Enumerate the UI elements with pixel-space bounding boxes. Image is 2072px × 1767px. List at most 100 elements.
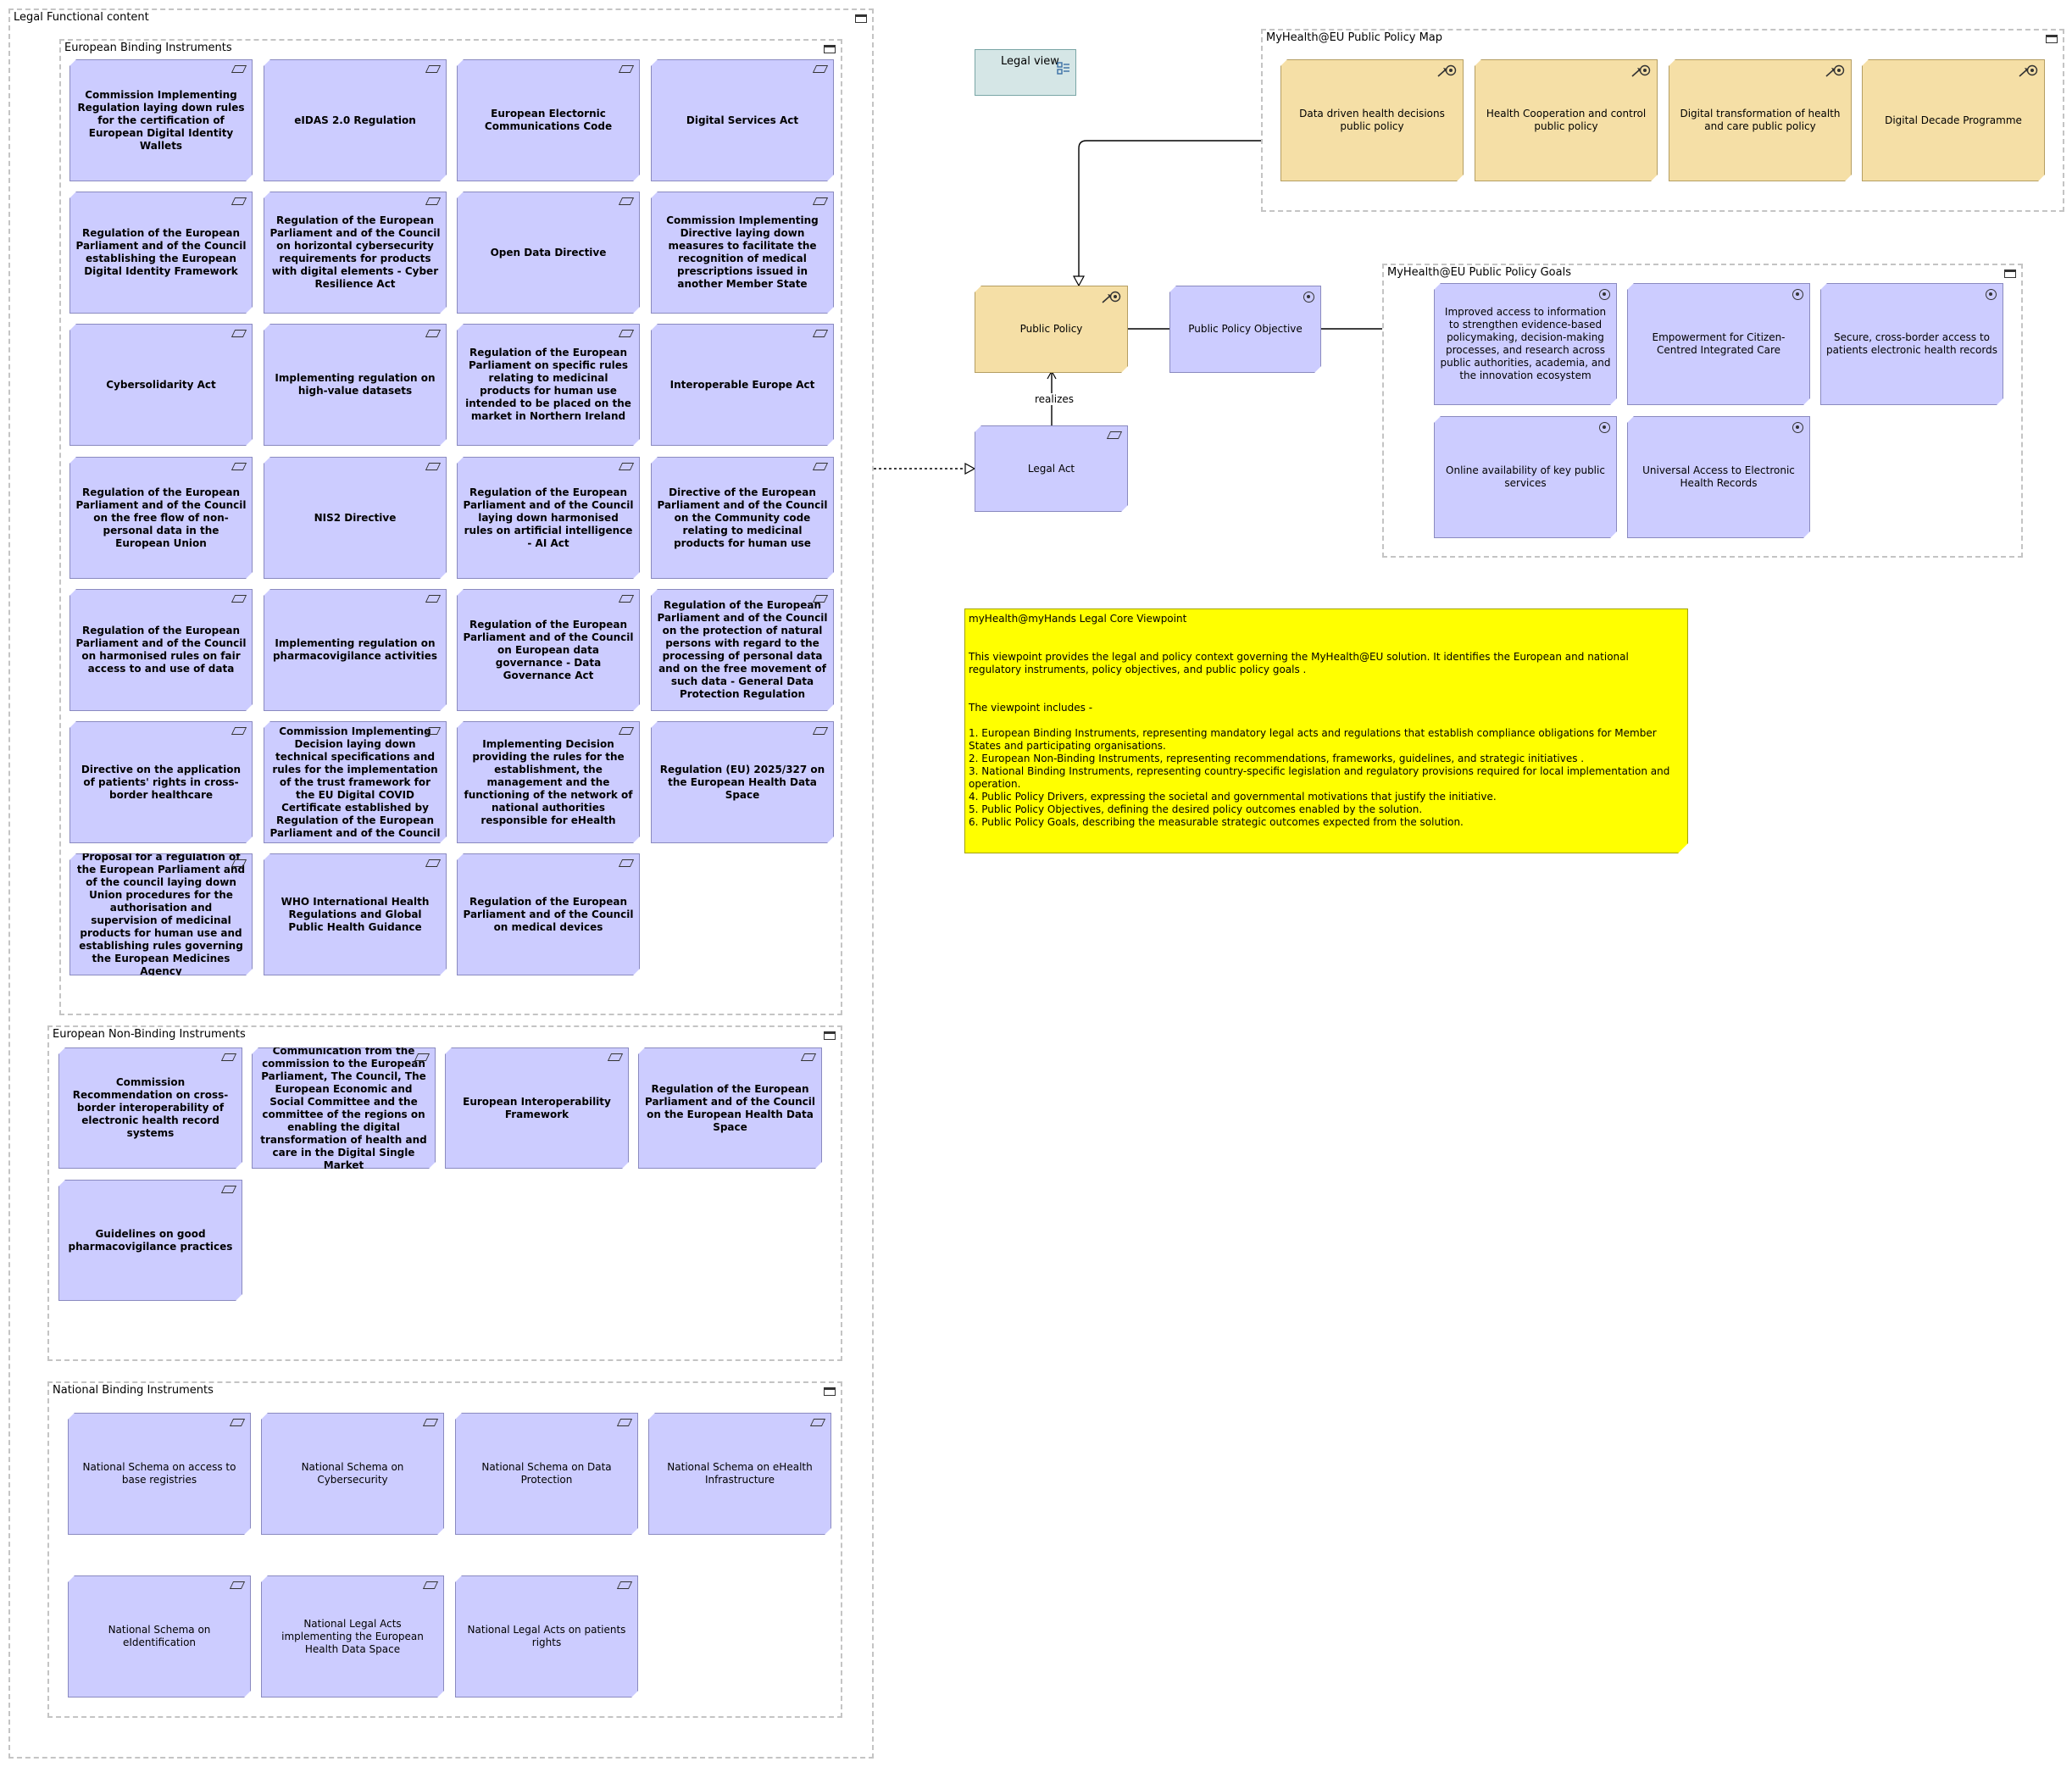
binding-instrument-card[interactable]: Implementing regulation on pharmacovigil… [264,589,447,711]
element-label: Improved access to information to streng… [1440,306,1611,381]
element-label: Directive of the European Parliament and… [657,486,828,549]
element-label: Secure, cross-border access to patients … [1826,331,1997,356]
binding-instrument-card[interactable]: Regulation of the European Parliament an… [457,589,640,711]
binding-instrument-card[interactable]: Implementing regulation on high-value da… [264,324,447,446]
element-label: European Electornic Communications Code [484,108,613,132]
binding-instrument-card[interactable]: eIDAS 2.0 Regulation [264,59,447,181]
legal-act-icon [425,463,441,470]
policy-goal-card[interactable]: Secure, cross-border access to patients … [1820,283,2003,405]
policy-goal-card[interactable]: Online availability of key public servic… [1434,416,1617,538]
binding-instrument-card[interactable]: Regulation of the European Parliament an… [457,853,640,975]
legal-act-icon [813,727,828,735]
binding-instrument-card[interactable]: Proposal for a regulation of the Europea… [69,853,253,975]
element-label: Legal Act [1027,462,1075,475]
element-label: Commission Implementing Directive laying… [666,214,819,290]
binding-instrument-card[interactable]: Digital Services Act [651,59,834,181]
legal-act-icon [231,727,247,735]
binding-instrument-card[interactable]: Directive of the European Parliament and… [651,457,834,579]
binding-instrument-card[interactable]: Interoperable Europe Act [651,324,834,446]
national-instrument-card[interactable]: National Legal Acts on patients rights [455,1575,638,1698]
non-binding-instrument-card[interactable]: Communication from the commission to the… [252,1047,436,1169]
non-binding-instrument-card[interactable]: Guidelines on good pharmacovigilance pra… [58,1180,242,1301]
binding-instrument-card[interactable]: Regulation of the European Parliament an… [457,457,640,579]
note-point: 3. National Binding Instruments, represe… [969,765,1670,790]
public-policy-objective-element[interactable]: Public Policy Objective [1169,286,1321,373]
non-binding-instrument-card[interactable]: European Interoperability Framework [445,1047,629,1169]
legal-act-icon [231,463,247,470]
non-binding-instrument-card[interactable]: Regulation of the European Parliament an… [638,1047,822,1169]
national-instrument-card[interactable]: National Schema on eHealth Infrastructur… [648,1413,831,1535]
legal-act-icon [423,1581,438,1589]
binding-instrument-card[interactable]: Regulation of the European Parliament an… [69,192,253,314]
element-label: Cybersolidarity Act [106,378,216,391]
policy-driver-card[interactable]: Digital transformation of health and car… [1669,59,1852,181]
folder-icon [824,1031,836,1040]
binding-instrument-card[interactable]: Cybersolidarity Act [69,324,253,446]
binding-instrument-card[interactable]: Regulation of the European Parliament an… [651,589,834,711]
legal-act-icon [813,197,828,205]
element-label: Data driven health decisions public poli… [1299,108,1445,132]
national-instrument-card[interactable]: National Schema on Data Protection [455,1413,638,1535]
element-label: Regulation of the European Parliament an… [75,227,247,277]
legal-act-icon [619,595,634,603]
european-binding-instruments-group: European Binding Instruments [59,39,842,1015]
element-label: NIS2 Directive [314,511,397,524]
note-point: 4. Public Policy Drivers, expressing the… [969,791,1497,803]
binding-instrument-card[interactable]: WHO International Health Regulations and… [264,853,447,975]
binding-instrument-card[interactable]: Regulation of the European Parliament on… [457,324,640,446]
binding-instrument-card[interactable]: Regulation of the European Parliament an… [264,192,447,314]
binding-instrument-card[interactable]: Commission Implementing Decision laying … [264,721,447,843]
legal-act-icon [801,1053,816,1061]
element-label: Regulation (EU) 2025/327 on the European… [659,763,825,801]
policy-goal-card[interactable]: Universal Access to Electronic Health Re… [1627,416,1810,538]
legal-act-icon [425,595,441,603]
element-label: Regulation of the European Parliament an… [644,1082,816,1133]
binding-instrument-card[interactable]: Open Data Directive [457,192,640,314]
binding-instrument-card[interactable]: Implementing Decision providing the rule… [457,721,640,843]
legal-act-icon [619,859,634,867]
legal-act-icon [1107,431,1122,439]
policy-map-to-public-policy-line [1079,140,1261,286]
element-label: Commission Implementing Decision laying … [269,725,441,839]
european-non-binding-instruments-group: European Non-Binding Instruments [47,1025,842,1361]
driver-icon [1101,291,1121,304]
legal-view-element[interactable]: Legal view [975,49,1076,96]
legal-act-element[interactable]: Legal Act [975,425,1128,512]
goal-icon [1599,289,1610,300]
binding-instrument-card[interactable]: NIS2 Directive [264,457,447,579]
national-instrument-card[interactable]: National Schema on Cybersecurity [261,1413,444,1535]
element-label: Online availability of key public servic… [1446,464,1605,489]
binding-instrument-card[interactable]: Regulation of the European Parliament an… [69,589,253,711]
binding-instrument-card[interactable]: Regulation of the European Parliament an… [69,457,253,579]
non-binding-instrument-card[interactable]: Commission Recommendation on cross-borde… [58,1047,242,1169]
legal-act-icon [619,463,634,470]
group-title: Legal Functional content [14,11,149,24]
element-label: National Legal Acts implementing the Eur… [281,1617,424,1655]
note-intro: This viewpoint provides the legal and po… [969,651,1629,675]
policy-goal-card[interactable]: Empowerment for Citizen-Centred Integrat… [1627,283,1810,405]
viewpoint-note[interactable]: myHealth@myHands Legal Core Viewpoint Th… [964,608,1688,853]
national-instrument-card[interactable]: National Schema on eIdentification [68,1575,251,1698]
binding-instrument-card[interactable]: Commission Implementing Directive laying… [651,192,834,314]
legal-act-icon [221,1186,236,1193]
binding-instrument-card[interactable]: European Electornic Communications Code [457,59,640,181]
legal-act-icon [617,1419,632,1426]
policy-driver-card[interactable]: Health Cooperation and control public po… [1475,59,1658,181]
national-instrument-card[interactable]: National Legal Acts implementing the Eur… [261,1575,444,1698]
binding-instrument-card[interactable]: Commission Implementing Regulation layin… [69,59,253,181]
legal-act-icon [423,1419,438,1426]
element-label: Regulation of the European Parliament an… [75,625,247,675]
policy-driver-card[interactable]: Digital Decade Programme [1862,59,2045,181]
policy-goal-card[interactable]: Improved access to information to streng… [1434,283,1617,405]
element-label: National Schema on access to base regist… [82,1461,236,1486]
policy-driver-card[interactable]: Data driven health decisions public poli… [1280,59,1464,181]
public-policy-element[interactable]: Public Policy [975,286,1128,373]
national-instrument-card[interactable]: National Schema on access to base regist… [68,1413,251,1535]
legal-act-icon [231,595,247,603]
element-label: Regulation of the European Parliament an… [463,895,634,933]
binding-instrument-card[interactable]: Directive on the application of patients… [69,721,253,843]
legal-act-icon [231,65,247,73]
driver-icon [1825,64,1845,78]
element-label: Proposal for a regulation of the Europea… [76,851,246,977]
binding-instrument-card[interactable]: Regulation (EU) 2025/327 on the European… [651,721,834,843]
